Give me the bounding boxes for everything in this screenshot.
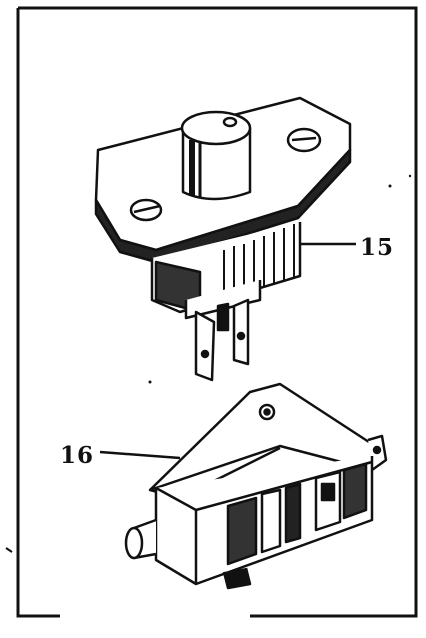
callout-leader-16 [99, 450, 181, 460]
switch-16 [124, 382, 388, 590]
switch-15 [94, 96, 352, 382]
print-specks [148, 174, 412, 384]
callout-label-16: 16 [60, 442, 95, 469]
border-tick-marks [5, 547, 320, 617]
callout-label-15: 15 [360, 234, 395, 261]
figure-border [16, 6, 418, 618]
